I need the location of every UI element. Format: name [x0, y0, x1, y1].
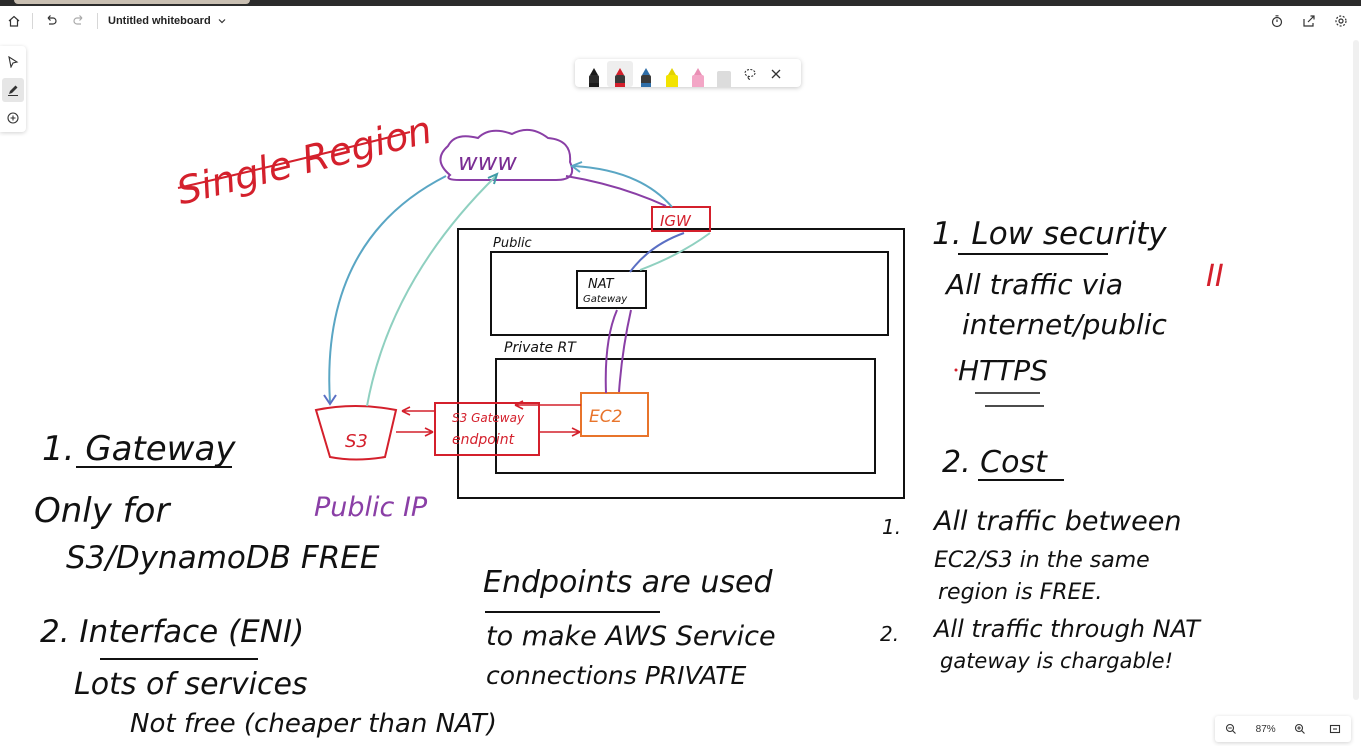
- arrow-www-to-igw: [565, 175, 667, 207]
- arrow-igw-to-www: [573, 165, 673, 208]
- share-icon[interactable]: [1295, 7, 1323, 35]
- chevron-down-icon: [218, 19, 226, 24]
- vpc-box: [457, 228, 905, 499]
- s3-bucket: [314, 405, 398, 461]
- home-icon[interactable]: [0, 7, 28, 35]
- arrow-endpoint-to-ec2: [539, 427, 581, 437]
- low-security-heading: 1. Low security: [932, 216, 1167, 252]
- cost-1-line-2: EC2/S3 in the same: [934, 548, 1150, 573]
- arrow-www-to-s3: [328, 175, 447, 403]
- arrow-igw-to-nat: [639, 232, 711, 271]
- private-rt-label: Private RT: [504, 340, 577, 356]
- zoom-controls: 87%: [1215, 716, 1351, 742]
- mark-ii: II: [1206, 259, 1224, 294]
- title-underline: [177, 131, 411, 189]
- gear-icon[interactable]: [1327, 7, 1355, 35]
- cost-heading: 2. Cost: [942, 445, 1048, 480]
- cloud-label: www: [458, 148, 517, 176]
- arrow-endpoint-to-s3: [401, 406, 435, 416]
- ec2-label: EC2: [589, 407, 622, 427]
- arrow-ec2-to-endpoint: [514, 400, 581, 410]
- close-icon[interactable]: [763, 61, 789, 87]
- arrow-nat-to-ec2: [618, 309, 632, 393]
- s3-label: S3: [345, 431, 368, 452]
- public-subnet-box: [490, 251, 889, 336]
- arrow-head-cloud: [569, 161, 583, 173]
- s3-endpoint-box: [434, 402, 540, 456]
- arrow-head-www: [487, 172, 499, 185]
- igw-box: [651, 206, 711, 232]
- whiteboard-title-dropdown[interactable]: Untitled whiteboard: [108, 15, 227, 27]
- lasso-icon[interactable]: [737, 61, 763, 87]
- low-security-line-3: HTTPS: [958, 354, 1048, 387]
- interface-note-2: Not free (cheaper than NAT): [130, 709, 497, 739]
- arrow-head-s3: [323, 394, 337, 406]
- public-label: Public: [493, 236, 532, 251]
- vertical-scrollbar[interactable]: [1353, 40, 1359, 700]
- cost-2-line-2: gateway is chargable!: [940, 649, 1173, 673]
- https-underline: [975, 392, 1044, 407]
- toolbar-divider: [32, 13, 33, 29]
- black-pen-icon[interactable]: [581, 61, 607, 87]
- pink-highlighter-icon[interactable]: [685, 61, 711, 87]
- gateway-note-2: S3/DynamoDB FREE: [66, 540, 380, 576]
- interface-note-1: Lots of services: [74, 667, 308, 702]
- endpoints-line-2: to make AWS Service: [486, 621, 776, 652]
- title-ink: Single Region: [172, 108, 436, 214]
- cost-1-line-1: All traffic between: [932, 506, 1181, 537]
- whiteboard-title: Untitled whiteboard: [108, 15, 211, 27]
- pen-icon[interactable]: [2, 78, 24, 102]
- left-tool-panel: [0, 46, 26, 132]
- zoom-in-icon[interactable]: [1290, 719, 1310, 739]
- zoom-level[interactable]: 87%: [1255, 723, 1276, 735]
- red-dot: [954, 368, 958, 372]
- red-pen-icon[interactable]: [607, 61, 633, 87]
- endpoints-line-3: connections PRIVATE: [486, 661, 746, 690]
- toolbar-divider: [97, 13, 98, 29]
- fit-screen-icon[interactable]: [1325, 719, 1345, 739]
- redo-icon[interactable]: [65, 7, 93, 35]
- low-security-line-2: internet/public: [962, 308, 1167, 341]
- igw-label: IGW: [660, 212, 692, 230]
- cost-1-num: 1.: [882, 515, 901, 539]
- endpoint-label-2: endpoint: [452, 432, 515, 448]
- arrow-nat-to-igw: [629, 232, 685, 273]
- low-security-line-1: All traffic via: [944, 268, 1123, 301]
- gateway-note-1: Only for: [34, 491, 171, 531]
- eraser-icon[interactable]: [711, 61, 737, 87]
- top-toolbar: Untitled whiteboard: [0, 6, 1361, 36]
- nat-label-2: Gateway: [583, 294, 628, 305]
- cost-2-line-1: All traffic through NAT: [932, 615, 1202, 643]
- window-top-strip: [0, 0, 1361, 6]
- cost-2-num: 2.: [880, 622, 899, 646]
- private-subnet-box: [495, 358, 876, 474]
- public-ip-label: Public IP: [314, 492, 428, 523]
- undo-icon[interactable]: [37, 7, 65, 35]
- endpoints-line-1: Endpoints are used: [483, 565, 773, 600]
- ec2-box: [580, 392, 649, 437]
- cost-1-line-3: region is FREE.: [938, 580, 1102, 605]
- timer-icon[interactable]: [1263, 7, 1291, 35]
- select-icon[interactable]: [2, 50, 24, 74]
- arrow-s3-to-www: [366, 175, 497, 407]
- nat-label-1: NAT: [588, 277, 615, 292]
- arrow-s3-to-endpoint: [396, 427, 434, 437]
- pen-toolbar: [575, 59, 801, 87]
- endpoint-label-1: S3 Gateway: [452, 411, 525, 425]
- add-icon[interactable]: [2, 106, 24, 130]
- blue-pen-icon[interactable]: [633, 61, 659, 87]
- interface-heading: 2. Interface (ENI): [40, 614, 304, 650]
- arrow-ec2-to-nat: [604, 309, 618, 394]
- video-thumbnail: [14, 0, 250, 4]
- gateway-heading: 1. Gateway: [42, 429, 236, 469]
- internet-cloud: [439, 128, 574, 181]
- yellow-highlighter-icon[interactable]: [659, 61, 685, 87]
- nat-gateway-box: [576, 270, 647, 309]
- zoom-out-icon[interactable]: [1221, 719, 1241, 739]
